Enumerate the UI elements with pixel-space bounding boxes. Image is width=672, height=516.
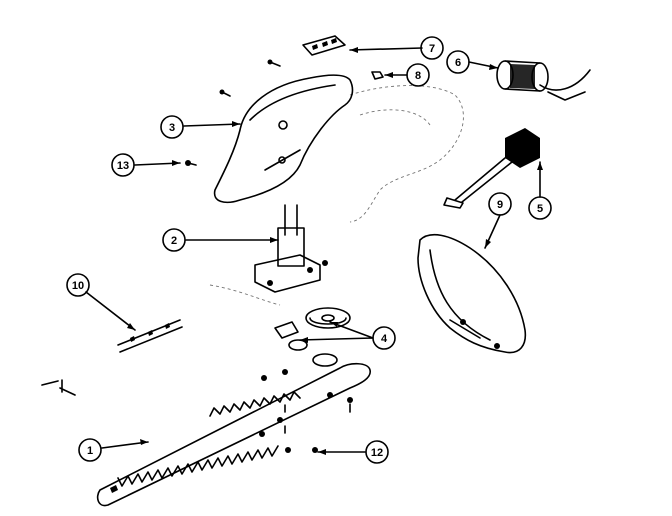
callout-10: 10 <box>66 273 90 297</box>
callout-9-label: 9 <box>497 199 503 211</box>
part-2-mount <box>254 204 328 293</box>
callout-2-label: 2 <box>171 235 177 247</box>
callout-2: 2 <box>162 228 186 252</box>
part-8-nut <box>371 71 384 80</box>
screws-lower <box>259 369 353 453</box>
callout-4: 4 <box>372 326 396 350</box>
part-10-strip <box>117 319 183 353</box>
callout-5-label: 5 <box>537 203 543 215</box>
callout-3: 3 <box>160 115 184 139</box>
part-6-motor <box>496 60 591 101</box>
callout-10-label: 10 <box>72 280 84 292</box>
callout-6-label: 6 <box>455 57 461 69</box>
callout-7: 7 <box>420 36 444 60</box>
callout-5: 5 <box>528 196 552 220</box>
callout-1: 1 <box>78 438 102 462</box>
loose-bracket <box>41 379 76 396</box>
callout-9: 9 <box>488 192 512 216</box>
screws-top <box>185 59 281 166</box>
part-5-switch <box>443 128 540 209</box>
callout-6: 6 <box>446 50 470 74</box>
ghost-housing <box>209 85 464 306</box>
callout-3-label: 3 <box>169 122 175 134</box>
callout-7-label: 7 <box>429 43 435 55</box>
part-7-top-plate <box>302 35 346 56</box>
callout-12-label: 12 <box>371 447 383 459</box>
part-4-gear <box>274 307 351 351</box>
part-3-handle-cover <box>213 74 354 204</box>
callout-13-label: 13 <box>117 160 129 172</box>
part-9-guard <box>417 233 527 354</box>
callout-8: 8 <box>406 63 430 87</box>
callout-1-label: 1 <box>87 445 93 457</box>
part-1-blade <box>96 353 371 507</box>
callout-8-label: 8 <box>415 70 421 82</box>
callout-13: 13 <box>111 153 135 177</box>
callout-4-label: 4 <box>381 333 388 345</box>
callout-leaders <box>85 47 543 455</box>
callout-12: 12 <box>365 440 389 464</box>
